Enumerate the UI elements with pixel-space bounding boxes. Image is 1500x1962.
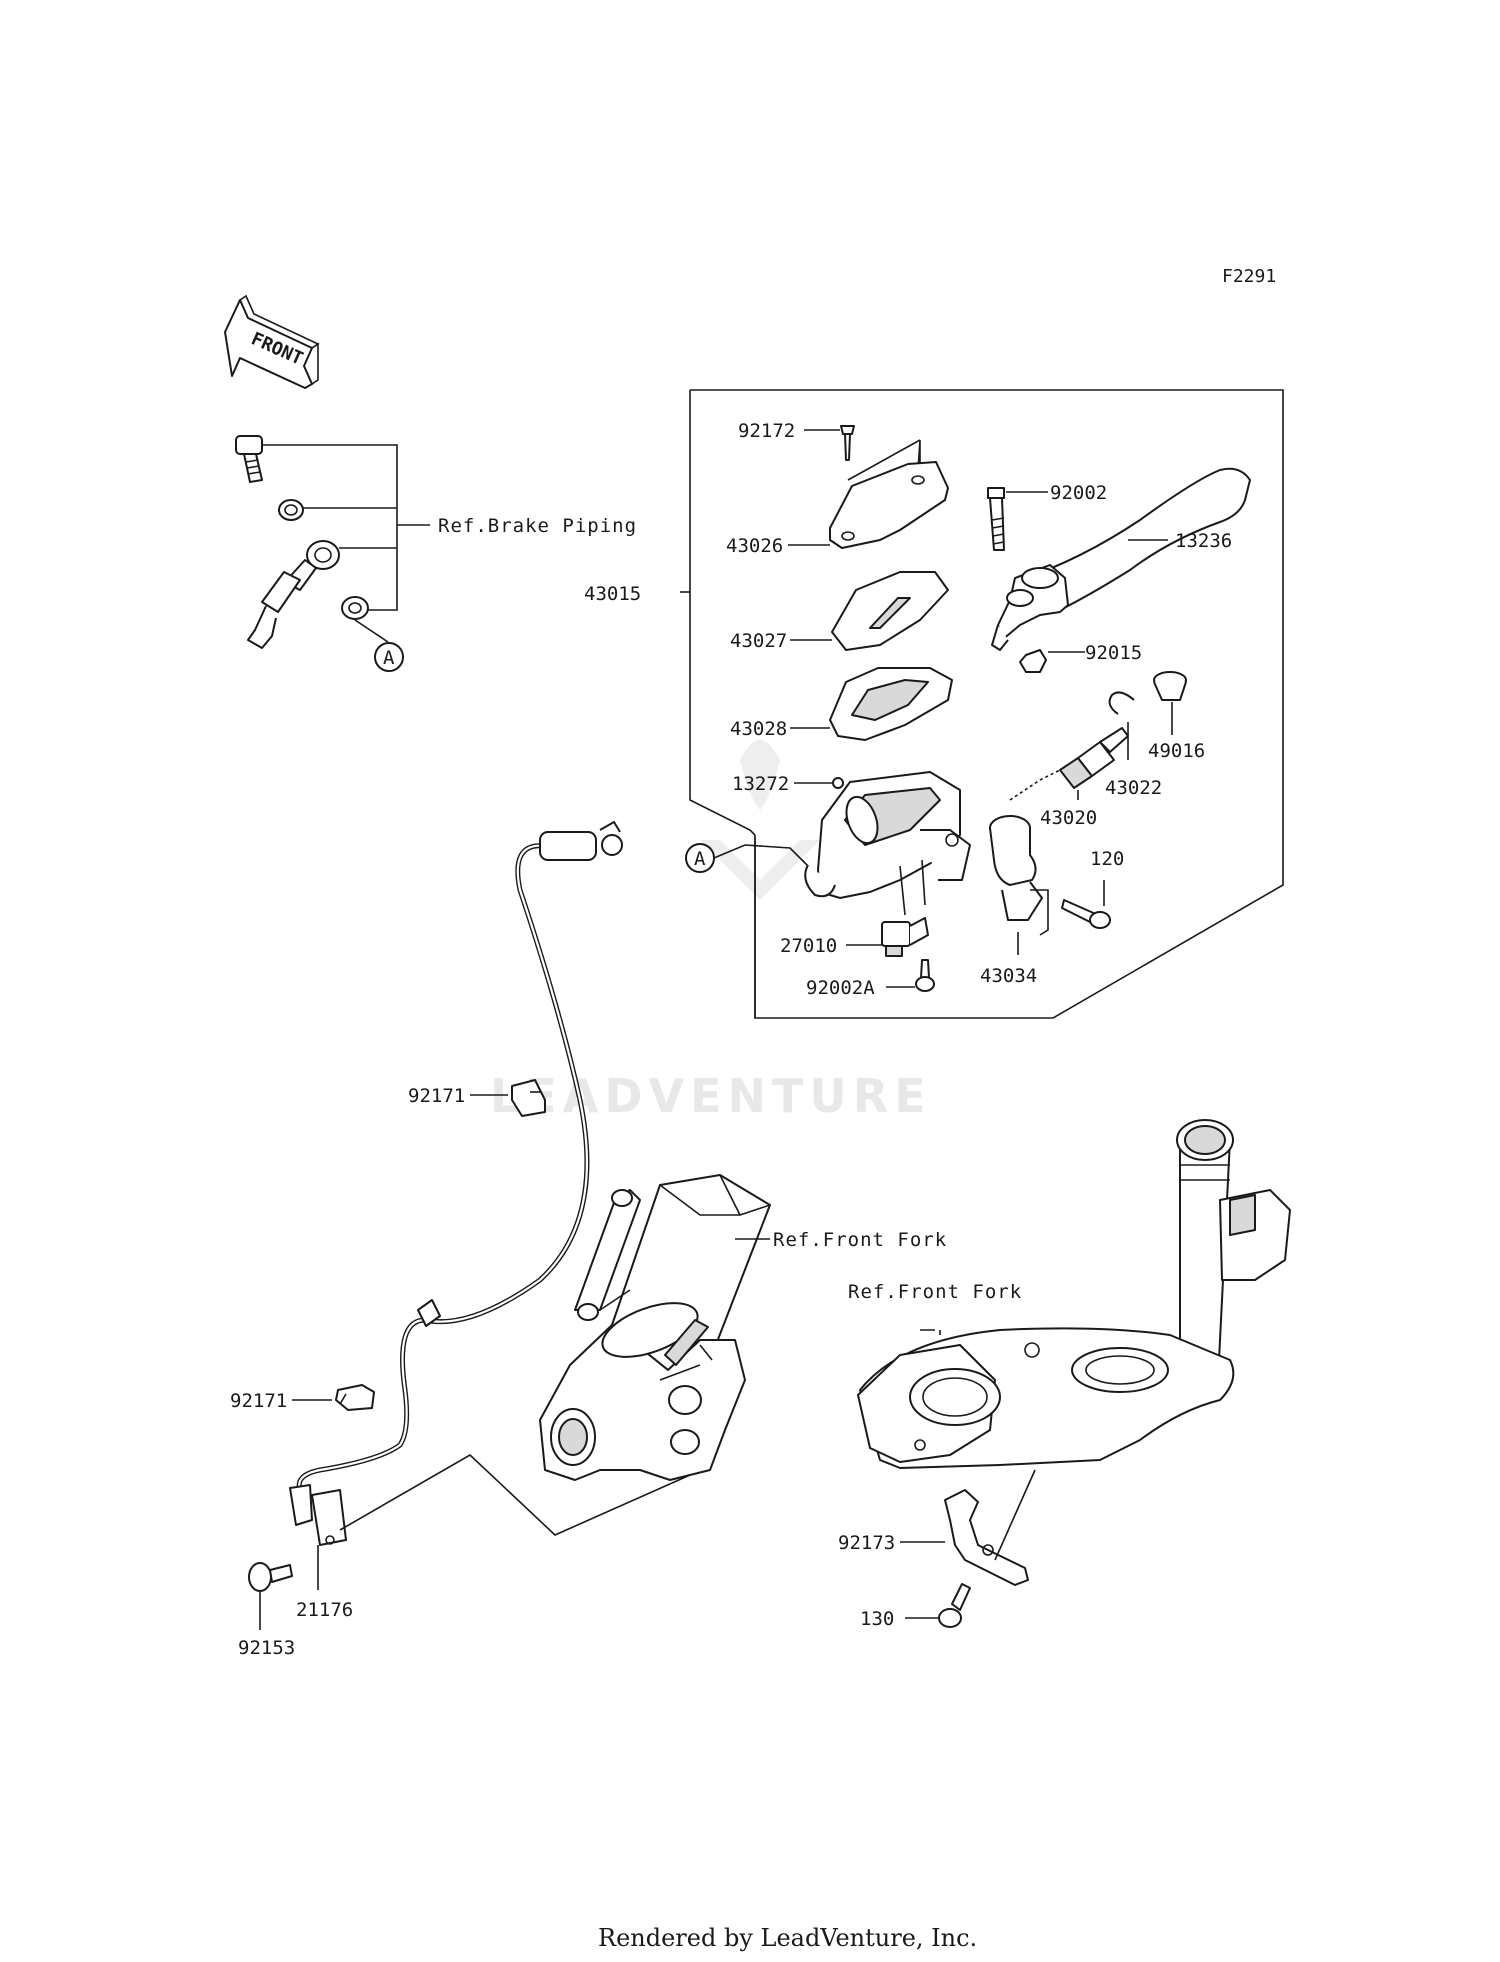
part-label-92173: 92173 [838,1532,895,1554]
diagram-code: F2291 [1222,266,1276,287]
front-arrow-icon: FRONT [224,294,320,389]
part-label-43026: 43026 [726,535,783,557]
diaphragm-icon [829,667,953,741]
brake-lever-icon [991,467,1251,651]
part-label-43027: 43027 [730,630,787,652]
diaphragm-plate-icon [831,571,949,651]
piston-assembly-icon [1009,727,1129,801]
brake-piping-group: Ref.Brake Piping A [235,435,637,672]
nut-icon [1019,649,1047,673]
switch-screw-icon [915,959,935,992]
ref-front-fork-right: Ref.Front Fork [848,1281,1022,1303]
part-label-43020: 43020 [1040,807,1097,829]
handlebar-clamp-icon [989,815,1049,936]
part-label-92172: 92172 [738,420,795,442]
sensor-bolt-icon [248,1562,293,1592]
part-label-43034: 43034 [980,965,1037,987]
part-label-92171-upper: 92171 [408,1085,465,1107]
connector-marker-a [374,642,404,672]
brake-switch-icon [881,917,929,957]
connector-marker-a-inner-label: A [694,848,706,870]
watermark-text: LEADVENTURE [490,1069,932,1123]
part-label-92153: 92153 [238,1637,295,1659]
boot-icon [1153,671,1187,701]
cable-clip-icon [511,1079,546,1117]
part-label-43022: 43022 [1105,777,1162,799]
part-label-13236: 13236 [1175,530,1232,552]
part-label-92171-lower: 92171 [230,1390,287,1412]
banjo-bolt-icon [235,435,263,483]
cable-clip-icon [335,1384,375,1411]
part-label-21176: 21176 [296,1599,353,1621]
part-label-49016: 49016 [1148,740,1205,762]
part-label-92002: 92002 [1050,482,1107,504]
circlip-icon [1108,691,1135,715]
reservoir-cap-icon [829,461,949,549]
part-label-130: 130 [860,1608,894,1630]
bracket-bolt-icon [938,1583,971,1628]
part-label-13272: 13272 [732,773,789,795]
mounting-bracket-icon [944,1489,1029,1586]
front-fork-leg-icon [539,1174,771,1481]
pivot-bolt-icon [987,487,1005,551]
banjo-fitting-icon [247,540,340,649]
ref-brake-piping: Ref.Brake Piping [438,515,637,537]
small-screw-icon [832,777,844,789]
watermark: LEADVENTURE [490,740,932,1123]
part-label-92015: 92015 [1085,642,1142,664]
ref-front-fork-left: Ref.Front Fork [773,1229,947,1251]
part-label-92002A: 92002A [806,977,875,999]
part-label-43015: 43015 [584,583,641,605]
master-cylinder-body-icon [804,771,971,916]
part-label-43028: 43028 [730,718,787,740]
part-label-120: 120 [1090,848,1124,870]
screw-icon [840,425,855,461]
part-label-27010: 27010 [780,935,837,957]
connector-marker-a-label: A [383,647,395,669]
abs-sensor-cable-icon [289,821,623,1546]
clamp-bolt-icon [1061,899,1111,929]
washer-icon [341,596,369,620]
washer-icon [278,499,304,521]
footer-credit: Rendered by LeadVenture, Inc. [598,1924,977,1952]
steering-stem-icon [857,1119,1291,1469]
